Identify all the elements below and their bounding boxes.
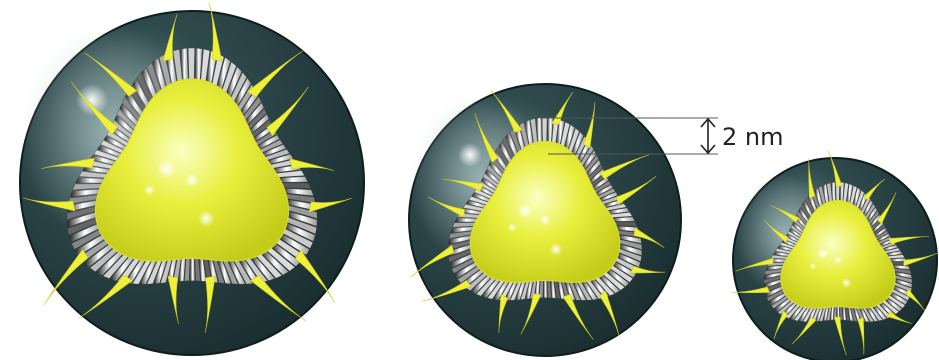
ligand-segment [542,117,547,143]
sparkle-icon [518,203,533,218]
sparkle-icon [198,210,215,227]
sparkle-icon [508,223,517,232]
sparkle-icon [809,263,816,270]
large-nanoparticle [20,3,364,355]
ligand-segment [188,48,195,81]
sparkle-icon [144,184,155,195]
medium-highlight-icon [458,143,482,167]
sparkle-icon [841,278,851,288]
sparkle-icon [540,214,551,225]
sparkle-icon [157,159,177,179]
medium-nanoparticle [409,84,681,356]
sparkle-icon [817,248,829,260]
sparkle-icon [185,173,199,187]
sparkle-icon [834,256,842,264]
large-highlight-icon [76,84,108,116]
thickness-label: 2 nm [722,123,784,151]
small-nanoparticle [730,150,937,360]
ligand-segment [190,257,195,281]
sparkle-icon [549,243,562,256]
ligand-segment [543,279,547,297]
